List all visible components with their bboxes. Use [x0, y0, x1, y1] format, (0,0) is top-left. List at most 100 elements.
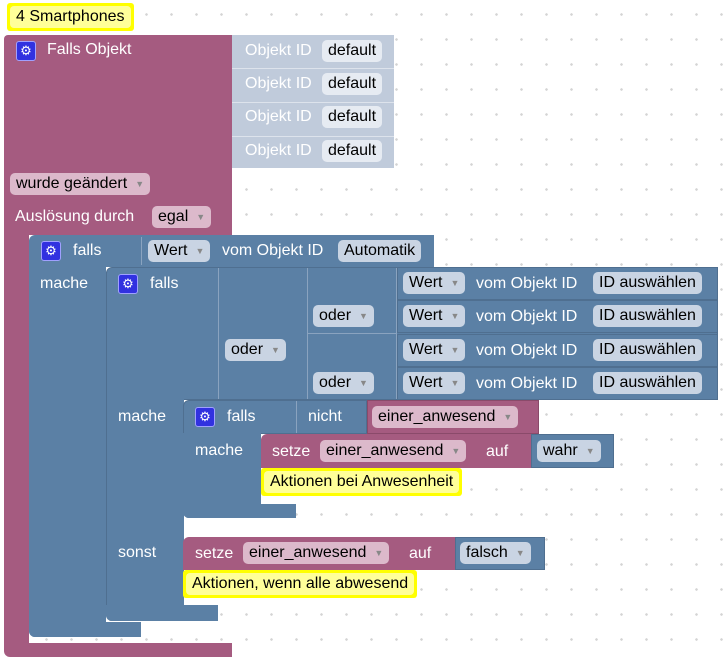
bool-false-dropdown[interactable]: falsch ▼ [460, 542, 531, 564]
to-label: auf [486, 443, 509, 460]
dropdown-value: Wert [409, 374, 443, 391]
trigger-label: Auslösung durch [15, 208, 135, 225]
if2-falls-label: falls [150, 275, 179, 292]
if1-object-id[interactable]: Automatik [338, 240, 422, 262]
value-row-3-label: vom Objekt ID [476, 342, 578, 359]
comment-absence[interactable]: Aktionen, wenn alle abwesend [183, 570, 418, 598]
if3-mache-label: mache [195, 442, 244, 459]
trigger-block-bottom [4, 643, 232, 657]
if3-not-separator [296, 401, 297, 433]
variable-get-value: einer_anwesend [378, 408, 496, 425]
or-inner-dropdown-2[interactable]: oder ▼ [313, 372, 374, 394]
if3-bottom [183, 504, 296, 518]
dropdown-arrow-icon: ▼ [359, 311, 368, 321]
bool-true-value: wahr [543, 442, 578, 459]
if1-from-label: vom Objekt ID [222, 242, 324, 259]
bool-false-value: falsch [466, 544, 508, 561]
if1-value-dropdown-value: Wert [154, 242, 188, 259]
trigger-block-spine [4, 235, 29, 645]
bool-true-dropdown[interactable]: wahr ▼ [537, 440, 601, 462]
dropdown-arrow-icon: ▼ [195, 246, 205, 256]
or-inner-divider [307, 333, 397, 334]
to-label: auf [409, 545, 432, 562]
value-row-2-id[interactable]: ID auswählen [593, 305, 702, 327]
object-id-label-1: Objekt ID [245, 42, 312, 59]
gear-icon[interactable]: ⚙ [41, 241, 61, 261]
variable-get-dropdown[interactable]: einer_anwesend ▼ [372, 406, 519, 428]
comment-text: Aktionen bei Anwesenheit [264, 471, 460, 493]
dropdown-arrow-icon: ▼ [359, 378, 368, 388]
comment-text: 4 Smartphones [10, 6, 131, 28]
dropdown-arrow-icon: ▼ [450, 311, 460, 321]
value-row-2-label: vom Objekt ID [476, 308, 578, 325]
gear-icon[interactable]: ⚙ [195, 407, 215, 427]
comment-top[interactable]: 4 Smartphones [7, 3, 134, 31]
comment-presence[interactable]: Aktionen bei Anwesenheit [261, 468, 463, 496]
object-id-value-2[interactable]: default [322, 73, 383, 95]
dropdown-arrow-icon: ▼ [271, 345, 280, 355]
if1-bottom [29, 622, 141, 637]
object-id-value-3[interactable]: default [322, 106, 383, 128]
or-inner-dropdown-value: oder [319, 374, 352, 391]
value-row-1-dropdown[interactable]: Wert ▼ [403, 272, 466, 294]
or-outer-dropdown-value: oder [231, 341, 264, 358]
condition-dropdown[interactable]: wurde geändert ▼ [10, 173, 151, 195]
if1-spine [29, 267, 106, 637]
if3-falls-label: falls [227, 408, 256, 425]
if2-bottom [106, 605, 218, 621]
if3-spine [183, 433, 261, 518]
value-row-3-dropdown[interactable]: Wert ▼ [403, 339, 466, 361]
dropdown-arrow-icon: ▼ [374, 548, 384, 558]
if1-mache-label: mache [40, 275, 89, 292]
object-id-value-4[interactable]: default [322, 140, 383, 162]
dropdown-value: Wert [409, 307, 443, 324]
dropdown-arrow-icon: ▼ [503, 412, 513, 422]
if1-input-separator [141, 237, 142, 265]
or-inner-dropdown-value: oder [319, 307, 352, 324]
gear-icon[interactable]: ⚙ [118, 274, 138, 294]
dropdown-arrow-icon: ▼ [515, 548, 525, 558]
value-row-4-dropdown[interactable]: Wert ▼ [403, 372, 466, 394]
or-row-separator [396, 268, 397, 399]
set-label: setze [272, 443, 311, 460]
value-row-4-id[interactable]: ID auswählen [593, 372, 702, 394]
not-label: nicht [308, 408, 342, 425]
gear-icon[interactable]: ⚙ [16, 41, 36, 61]
dropdown-arrow-icon: ▼ [450, 345, 460, 355]
set-variable-value: einer_anwesend [249, 544, 367, 561]
value-row-4-label: vom Objekt ID [476, 375, 578, 392]
trigger-dropdown[interactable]: egal ▼ [152, 206, 212, 228]
if1-falls-label: falls [73, 242, 102, 259]
trigger-title: Falls Objekt [47, 41, 132, 58]
condition-dropdown-value: wurde geändert [16, 175, 128, 192]
dropdown-value: Wert [409, 341, 443, 358]
or-outer-separator [218, 268, 219, 399]
if2-spine [106, 399, 184, 621]
if2-mache-label: mache [118, 408, 167, 425]
set-variable-dropdown[interactable]: einer_anwesend ▼ [243, 542, 390, 564]
object-id-label-3: Objekt ID [245, 108, 312, 125]
object-id-label-2: Objekt ID [245, 75, 312, 92]
value-row-1-id[interactable]: ID auswählen [593, 272, 702, 294]
or-inner-dropdown-1[interactable]: oder ▼ [313, 305, 374, 327]
set-variable-dropdown[interactable]: einer_anwesend ▼ [320, 440, 467, 462]
dropdown-arrow-icon: ▼ [450, 278, 460, 288]
or-outer-dropdown[interactable]: oder ▼ [225, 339, 286, 361]
set-label: setze [195, 545, 234, 562]
object-id-value-1[interactable]: default [322, 40, 383, 62]
dropdown-value: Wert [409, 274, 443, 291]
dropdown-arrow-icon: ▼ [135, 179, 145, 189]
value-row-3-id[interactable]: ID auswählen [593, 339, 702, 361]
if2-sonst-label: sonst [118, 544, 157, 561]
dropdown-arrow-icon: ▼ [196, 212, 206, 222]
set-variable-value: einer_anwesend [326, 442, 444, 459]
dropdown-arrow-icon: ▼ [451, 446, 461, 456]
trigger-dropdown-value: egal [158, 208, 189, 225]
if1-value-dropdown[interactable]: Wert ▼ [148, 240, 211, 262]
value-row-1-label: vom Objekt ID [476, 275, 578, 292]
comment-text: Aktionen, wenn alle abwesend [186, 573, 415, 595]
trigger-block[interactable] [4, 35, 232, 235]
dropdown-arrow-icon: ▼ [585, 446, 595, 456]
value-row-2-dropdown[interactable]: Wert ▼ [403, 305, 466, 327]
dropdown-arrow-icon: ▼ [450, 378, 460, 388]
